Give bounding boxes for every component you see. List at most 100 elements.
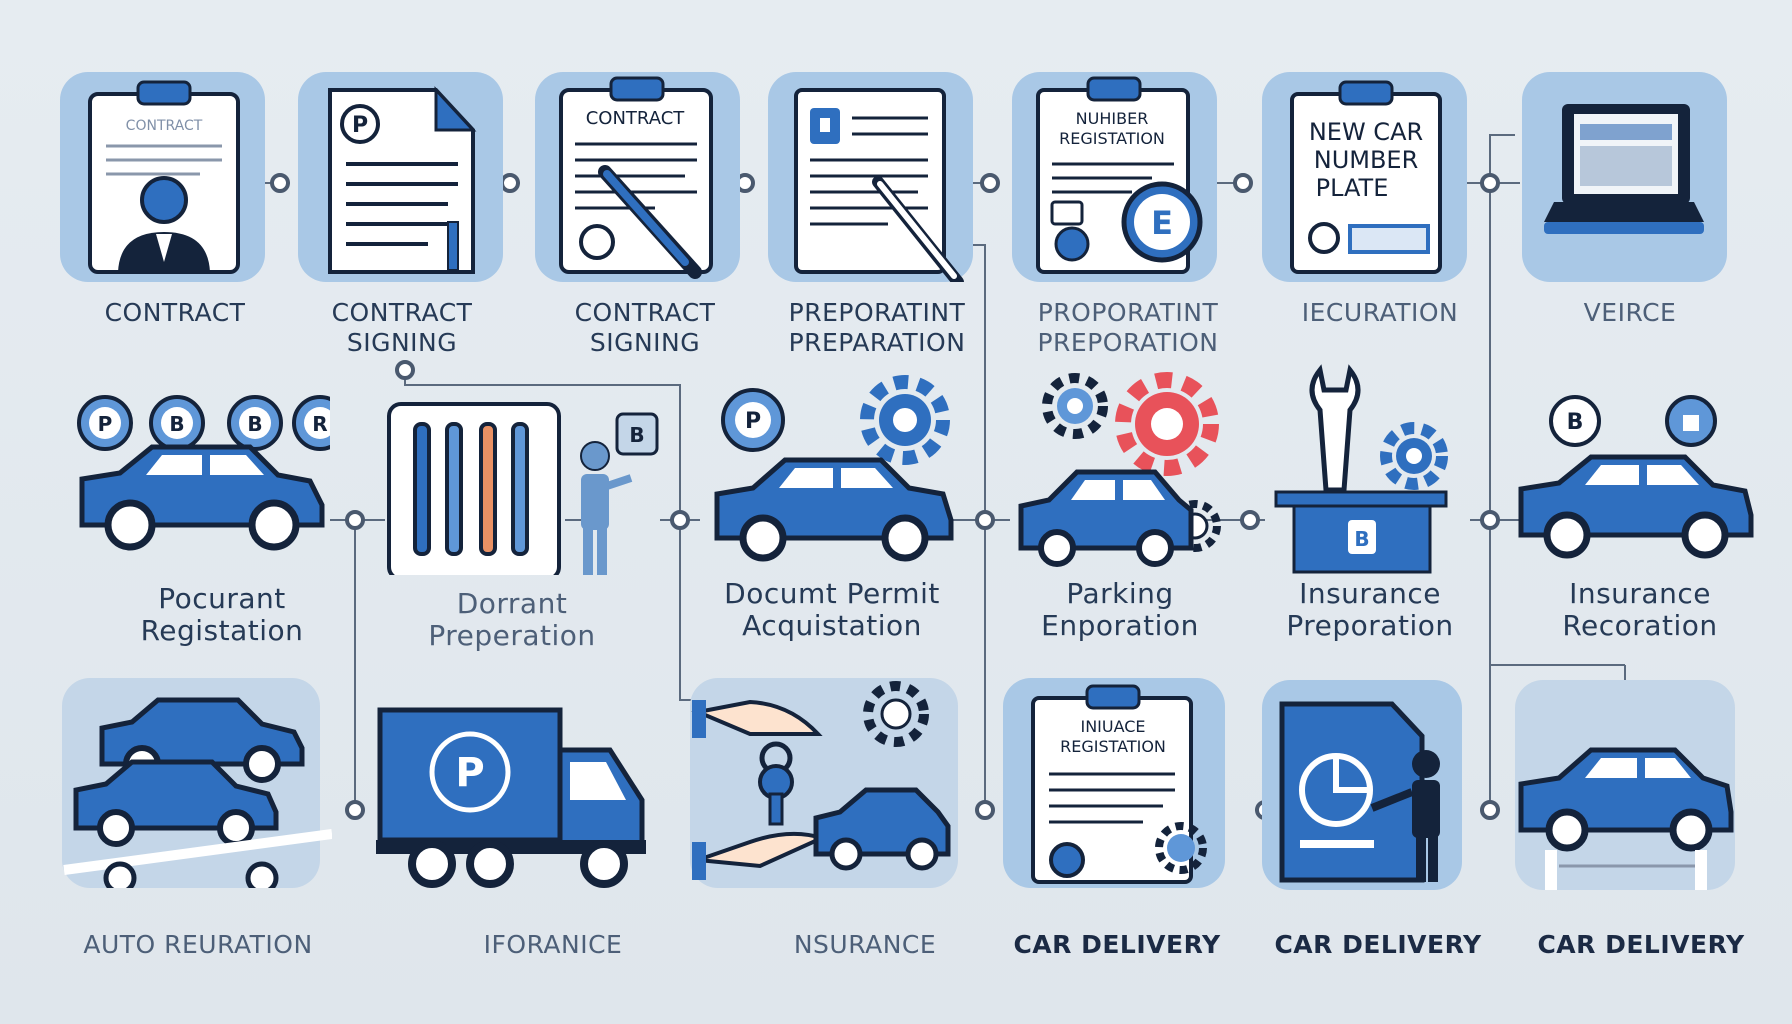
svg-text:P: P <box>98 412 113 436</box>
step-label: Documt Permit Acquistation <box>724 577 940 642</box>
step-label: Insurance Recoration <box>1562 577 1718 642</box>
step-label: PREPORATINT PREPARATION <box>788 298 966 357</box>
connector-node <box>975 510 995 530</box>
step-label: CAR DELIVERY <box>1537 930 1745 959</box>
car-icon <box>1018 469 1194 567</box>
step-contract-signing-2-tile: CONTRACT <box>535 72 740 282</box>
gear-icon <box>1042 373 1108 439</box>
step-number-plate-tile: NEW CAR NUMBER PLATE <box>1262 72 1467 282</box>
svg-text:B: B <box>1567 410 1584 435</box>
step-preparation-tile <box>768 72 973 282</box>
step-label: CONTRACT SIGNING <box>574 298 716 357</box>
clipboard-clip-icon <box>136 80 192 106</box>
connector-node <box>345 510 365 530</box>
clipboard-clip-icon <box>609 76 665 102</box>
doc-text-line2: REGISTATION <box>1060 737 1166 756</box>
hand-icon <box>697 831 828 869</box>
step-label: CAR DELIVERY <box>1013 930 1221 959</box>
step-label: VEIRCE <box>1583 298 1677 327</box>
connector-node <box>270 173 290 193</box>
connector-node <box>1480 510 1500 530</box>
permit-acquisition-illustration: P <box>714 375 954 562</box>
person-icon <box>1370 750 1440 882</box>
doc-text-line3: PLATE <box>1316 174 1389 202</box>
gear-red-icon <box>1115 372 1219 476</box>
connector-node <box>345 800 365 820</box>
gear-icon <box>863 681 929 747</box>
step-car-delivery-tile <box>1262 680 1462 890</box>
step-label: Dorrant Preperation <box>428 587 596 652</box>
doc-text: CONTRACT <box>126 118 203 134</box>
step-label: NSURANCE <box>793 930 937 959</box>
parking-illustration <box>1018 372 1221 567</box>
car-icon <box>714 457 954 562</box>
step-label: CONTRACT <box>104 298 246 327</box>
step-number-registration-tile: NUHIBER REGISTATION E <box>1012 72 1217 282</box>
step-contract-signing-tile: P <box>298 72 503 282</box>
step-label: AUTO REURATION <box>83 930 313 959</box>
insurance-preparation-illustration: B <box>1274 364 1448 574</box>
car-icon <box>1518 747 1734 852</box>
car-icon <box>73 759 279 847</box>
svg-text:E: E <box>1151 204 1173 242</box>
car-icon <box>1518 454 1754 559</box>
connector-node <box>395 360 415 380</box>
clipboard-clip-icon <box>1085 684 1141 710</box>
connector-node <box>1240 510 1260 530</box>
truck-illustration: P <box>376 707 646 888</box>
step-label: CAR DELIVERY <box>1274 930 1482 959</box>
connector-node <box>1233 173 1253 193</box>
connector-node <box>670 510 690 530</box>
step-label: CONTRACT SIGNING <box>331 298 473 357</box>
person-icon <box>118 176 210 272</box>
person-icon <box>580 441 633 575</box>
step-contract-tile: CONTRACT <box>60 72 265 282</box>
gear-icon <box>1380 422 1448 490</box>
lift-icon <box>1545 850 1557 890</box>
connector-node <box>1480 800 1500 820</box>
gear-icon <box>860 375 950 465</box>
step-label: Parking Enporation <box>1041 577 1199 642</box>
step-car-delivery-lift-tile <box>1515 680 1735 890</box>
clipboard-clip-icon <box>1086 76 1142 102</box>
svg-text:P: P <box>352 113 368 138</box>
step-label: Pocurant Registation <box>140 582 304 647</box>
connector-node <box>980 173 1000 193</box>
step-label: PROPORATINT PREPORATION <box>1037 298 1219 357</box>
car-icon <box>813 787 951 871</box>
connector-node <box>1480 173 1500 193</box>
doc-text-line1: INIUACE <box>1080 717 1145 736</box>
car-icon <box>79 444 325 551</box>
clipboard-clip-icon <box>1338 80 1394 106</box>
wrench-icon <box>1309 364 1361 493</box>
step-vehicle-tile <box>1522 72 1727 282</box>
svg-text:R: R <box>312 412 327 436</box>
svg-text:B: B <box>1354 527 1369 551</box>
svg-text:P: P <box>455 750 484 796</box>
step-label: Insurance Preporation <box>1286 577 1454 642</box>
step-insurance-handover-tile <box>690 678 958 888</box>
svg-text:B: B <box>169 412 184 436</box>
badge-icon <box>340 104 380 144</box>
svg-text:P: P <box>745 409 761 434</box>
doc-text-line2: NUMBER <box>1314 146 1419 174</box>
step-label: IFORANICE <box>483 930 623 959</box>
hand-icon <box>691 699 823 736</box>
gear-icon <box>1155 822 1207 874</box>
doc-text-line1: NEW CAR <box>1309 118 1423 146</box>
step-label: IECURATION <box>1301 298 1459 327</box>
step-auto-reuration-tile <box>62 678 332 888</box>
connector-node <box>975 800 995 820</box>
document-preparation-illustration: B <box>387 402 659 575</box>
doc-text: CONTRACT <box>586 108 686 129</box>
svg-text:B: B <box>629 423 644 447</box>
insurance-recoration-illustration: B <box>1518 395 1754 559</box>
doc-text-line1: NUHIBER <box>1076 109 1149 128</box>
connector-node <box>500 173 520 193</box>
ramp-icon <box>63 829 332 875</box>
svg-text:B: B <box>247 412 262 436</box>
doc-text-line2: REGISTATION <box>1059 129 1165 148</box>
step-insurance-registration-tile: INIUACE REGISTATION <box>1003 678 1225 888</box>
document-registration-illustration: P B B R <box>77 395 330 551</box>
